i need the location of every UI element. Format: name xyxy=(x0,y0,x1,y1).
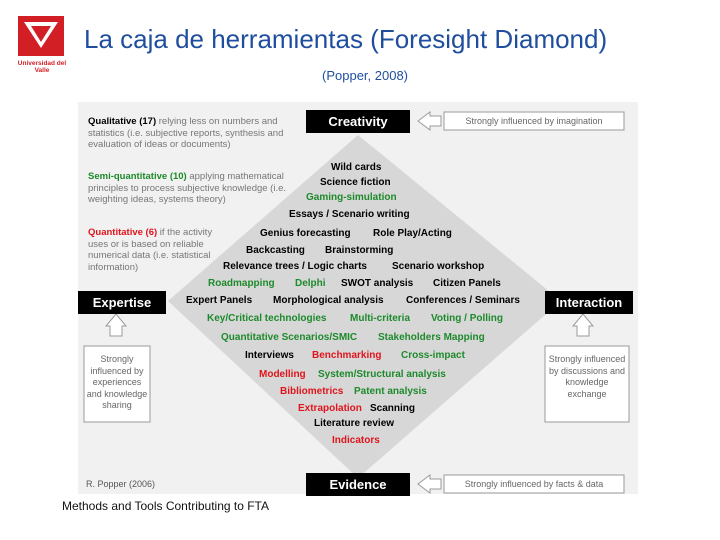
left-box-frame xyxy=(83,345,151,423)
corner-interaction: Interaction xyxy=(545,291,633,314)
arrow-left-box xyxy=(104,313,128,337)
corner-creativity: Creativity xyxy=(306,110,410,133)
method-relevance-trees: Relevance trees / Logic charts xyxy=(223,261,367,272)
bottom-note-frame xyxy=(443,474,625,494)
legend-heading: Qualitative (17) xyxy=(88,116,157,127)
method-key-critical-technologies: Key/Critical technologies xyxy=(207,313,327,324)
method-conferences-seminars: Conferences / Seminars xyxy=(406,295,520,306)
arrow-top-note xyxy=(417,111,442,131)
method-backcasting: Backcasting xyxy=(246,245,305,256)
method-bibliometrics: Bibliometrics xyxy=(280,386,344,397)
legend-text: relying less on numbers and statistics (… xyxy=(88,116,284,150)
logo-emblem-icon xyxy=(24,22,58,48)
method-role-play: Role Play/Acting xyxy=(373,228,452,239)
foresight-diamond xyxy=(168,135,561,478)
legend-quantitative: Quantitative (6) if the activity uses or… xyxy=(88,227,234,273)
corner-expertise: Expertise xyxy=(78,291,166,314)
note-imagination: Strongly influenced by imagination xyxy=(465,116,603,126)
legend-qualitative: Qualitative (17) relying less on numbers… xyxy=(88,116,290,151)
slide-subtitle: (Popper, 2008) xyxy=(322,68,409,83)
method-modelling: Modelling xyxy=(259,369,306,380)
method-expert-panels: Expert Panels xyxy=(186,295,253,306)
legend-text: if the activity uses or is based on reli… xyxy=(88,227,213,273)
footer-caption: Methods and Tools Contributing to FTA xyxy=(62,499,269,513)
method-stakeholders-mapping: Stakeholders Mapping xyxy=(378,332,485,343)
university-name: Universidad del Valle xyxy=(17,60,67,74)
method-essays-scenario-writing: Essays / Scenario writing xyxy=(289,209,410,220)
method-scenario-workshop: Scenario workshop xyxy=(392,261,485,272)
method-indicators: Indicators xyxy=(332,435,380,446)
method-extrapolation: Extrapolation xyxy=(298,403,362,414)
corner-evidence: Evidence xyxy=(306,473,410,496)
method-scanning: Scanning xyxy=(370,403,416,414)
connector-arrows xyxy=(104,111,595,494)
legend-text: applying mathematical principles to proc… xyxy=(88,171,287,205)
method-voting-polling: Voting / Polling xyxy=(431,313,504,324)
method-multi-criteria: Multi-criteria xyxy=(350,313,411,324)
slide-title: La caja de herramientas (Foresight Diamo… xyxy=(84,24,608,54)
legend-heading: Quantitative (6) xyxy=(88,227,158,238)
method-science-fiction: Science fiction xyxy=(320,177,391,188)
right-box-frame xyxy=(544,345,630,423)
method-literature-review: Literature review xyxy=(314,418,395,429)
legend-heading: Semi-quantitative (10) xyxy=(88,171,187,182)
note-facts-data: Strongly influenced by facts & data xyxy=(464,479,604,489)
legend-semi-quantitative: Semi-quantitative (10) applying mathemat… xyxy=(88,171,290,206)
note-frames xyxy=(83,111,630,494)
method-roadmapping: Roadmapping xyxy=(208,278,275,289)
method-interviews: Interviews xyxy=(245,350,294,361)
method-brainstorming: Brainstorming xyxy=(325,245,394,256)
source-citation: R. Popper (2006) xyxy=(86,479,156,489)
arrow-right-box xyxy=(571,313,595,337)
method-swot-analysis: SWOT analysis xyxy=(341,278,414,289)
arrow-bottom-note xyxy=(417,474,442,494)
method-delphi: Delphi xyxy=(295,278,326,289)
top-note-frame xyxy=(443,111,625,131)
method-benchmarking: Benchmarking xyxy=(312,350,382,361)
method-wild-cards: Wild cards xyxy=(331,162,382,173)
method-system-structural-analysis: System/Structural analysis xyxy=(318,369,446,380)
influence-box-expertise: Strongly influenced by experiences and k… xyxy=(86,354,148,410)
method-cross-impact: Cross-impact xyxy=(401,350,465,361)
method-genius-forecasting: Genius forecasting xyxy=(260,228,351,239)
method-patent-analysis: Patent analysis xyxy=(354,386,427,397)
influence-box-interaction: Strongly influenced by discussions and k… xyxy=(548,354,626,399)
method-quantitative-scenarios: Quantitative Scenarios/SMIC xyxy=(221,332,358,343)
university-logo xyxy=(18,16,64,56)
method-morphological-analysis: Morphological analysis xyxy=(273,295,384,306)
method-gaming-simulation: Gaming-simulation xyxy=(306,192,397,203)
method-citizen-panels: Citizen Panels xyxy=(433,278,501,289)
